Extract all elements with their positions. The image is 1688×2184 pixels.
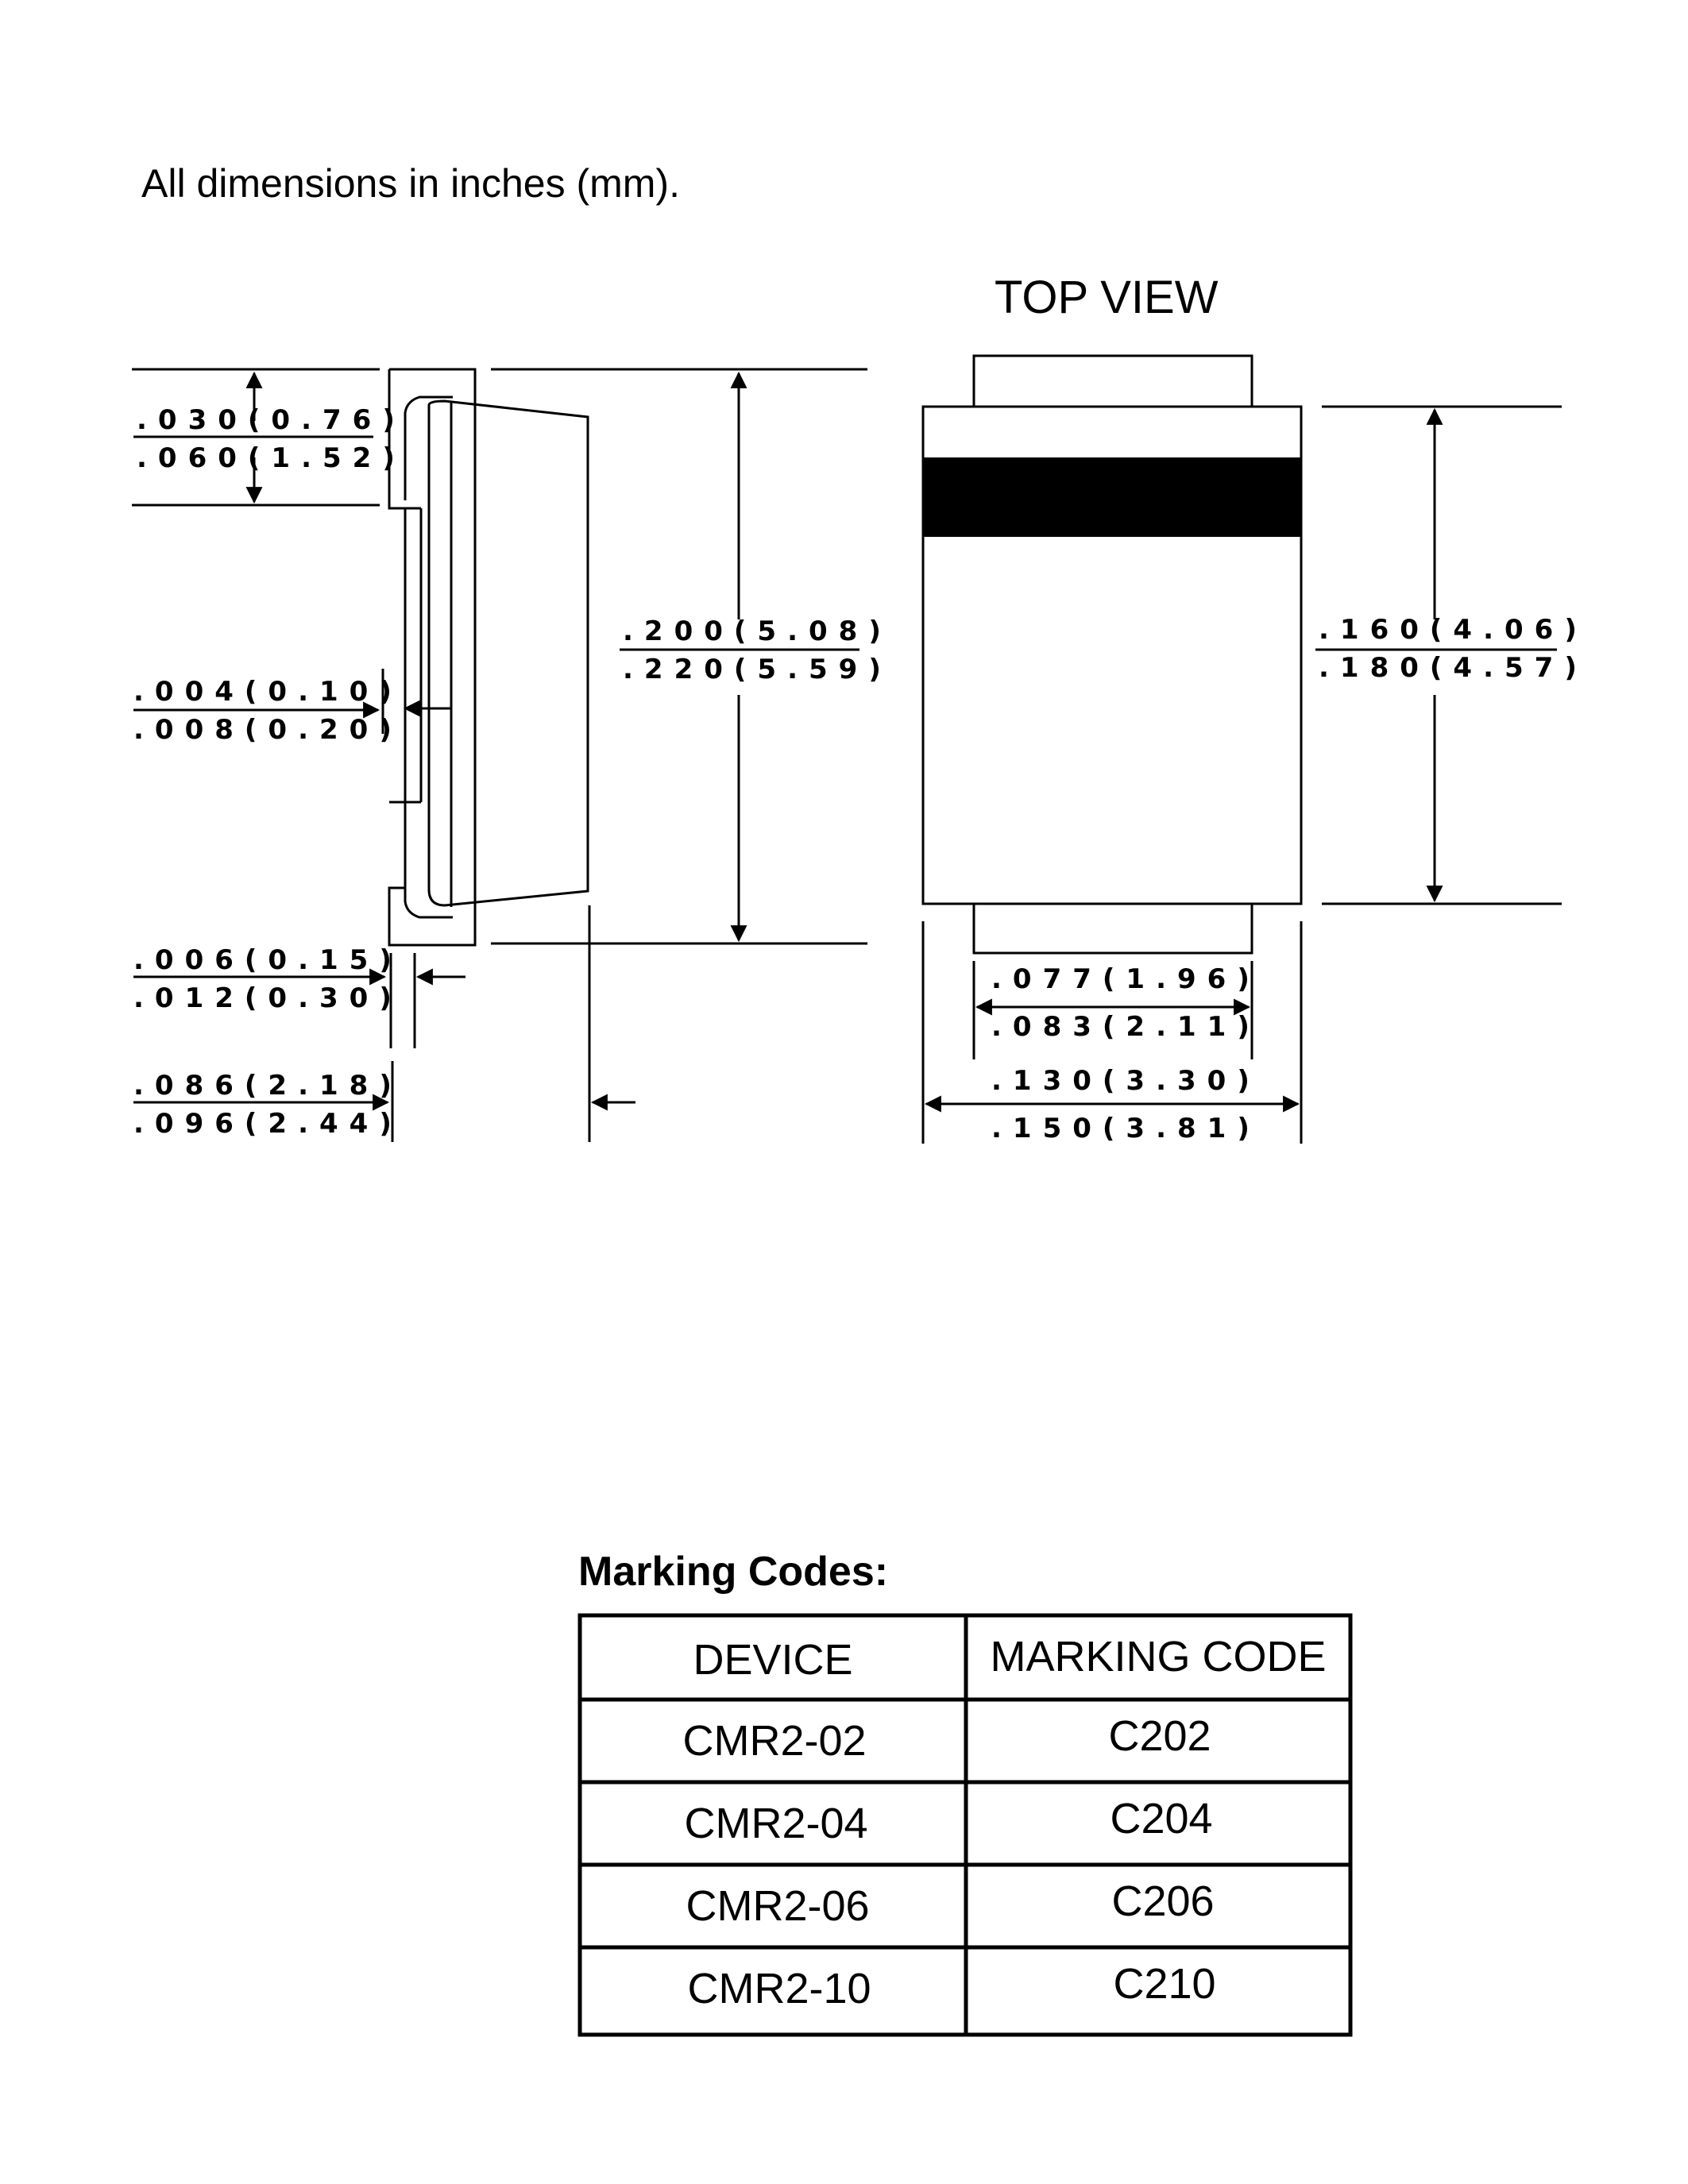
dim-body-width-max: .150(3.81) [991, 1113, 1261, 1144]
table-cell-device: CMR2-04 [684, 1800, 867, 1847]
table-header-marking-code: MARKING CODE [990, 1633, 1326, 1680]
marking-codes-table [577, 1613, 1353, 2037]
dim-standoff-min: .004(0.10) [133, 676, 403, 708]
table-cell-code: C210 [1113, 1960, 1215, 2008]
cathode-band [924, 457, 1300, 537]
dimensions-note: All dimensions in inches (mm). [141, 161, 680, 206]
marking-codes-heading: Marking Codes: [578, 1549, 888, 1595]
table-cell-code: C206 [1111, 1877, 1214, 1925]
dim-lead-gap-max: .012(0.30) [133, 982, 403, 1014]
side-view [132, 368, 867, 1142]
table-cell-code: C202 [1108, 1712, 1211, 1760]
table-cell-device: CMR2-10 [687, 1965, 871, 2012]
dim-body-length-min: .160(4.06) [1319, 614, 1588, 646]
dim-standoff-max: .008(0.20) [133, 714, 403, 746]
top-view [921, 354, 1562, 1144]
dim-lead-gap-min: .006(0.15) [133, 944, 403, 976]
table-cell-device: CMR2-06 [686, 1882, 869, 1930]
dim-body-length-max: .180(4.57) [1319, 652, 1588, 684]
dim-lead-thickness-max: .060(1.52) [137, 442, 406, 474]
dim-body-width-min: .130(3.30) [991, 1065, 1261, 1097]
dim-height-max: .096(2.44) [133, 1108, 403, 1140]
dim-length-max: .220(5.59) [623, 654, 892, 685]
table-cell-code: C204 [1110, 1795, 1212, 1843]
top-view-title: TOP VIEW [995, 272, 1219, 323]
dim-height-min: .086(2.18) [133, 1070, 403, 1102]
dim-lead-width-min: .077(1.96) [991, 963, 1261, 995]
dim-lead-width-max: .083(2.11) [991, 1011, 1261, 1043]
dim-lead-thickness-min: .030(0.76) [137, 404, 406, 436]
table-header-device: DEVICE [693, 1636, 852, 1684]
dim-length-min: .200(5.08) [623, 615, 892, 647]
table-cell-device: CMR2-02 [682, 1717, 866, 1765]
